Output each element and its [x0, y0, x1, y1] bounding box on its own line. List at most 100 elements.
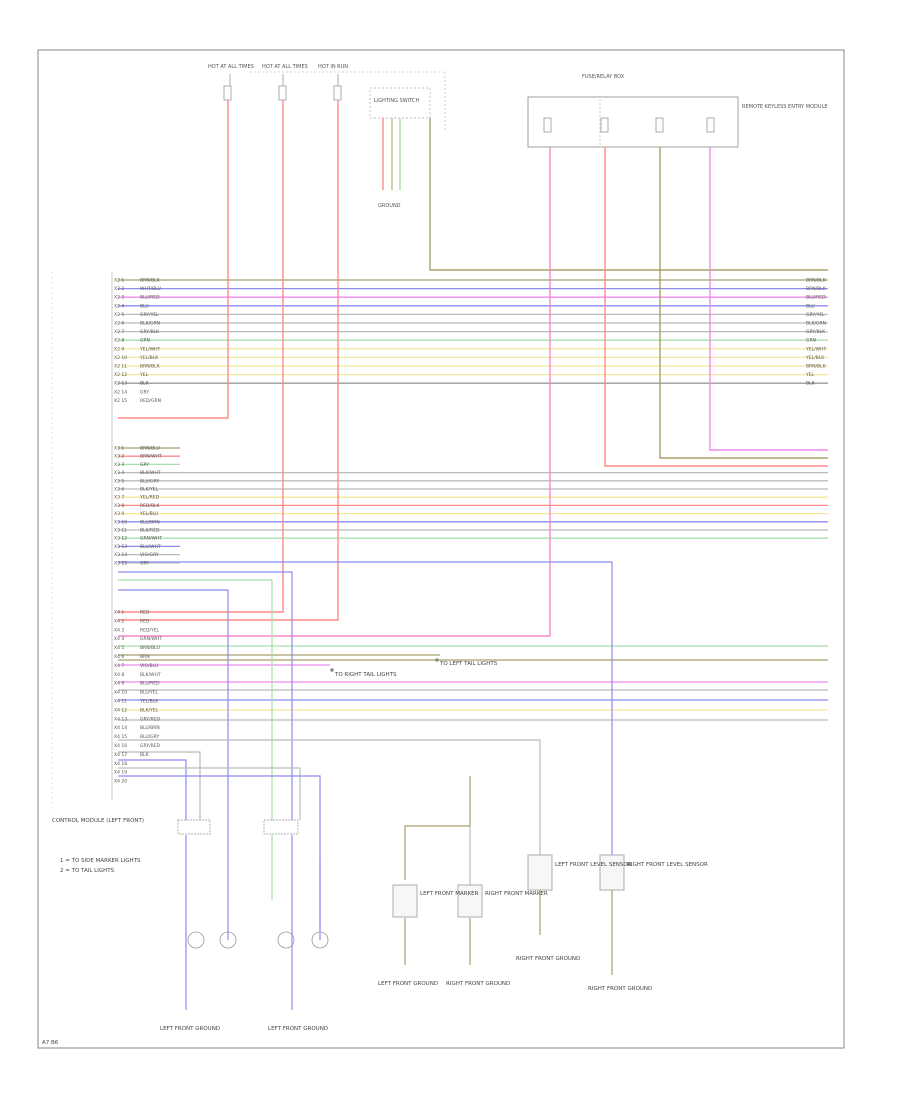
- ground-label-6: RIGHT FRONT GROUND: [588, 986, 652, 992]
- legend-line-2: 2 = TO TAIL LIGHTS: [60, 868, 115, 874]
- relay-box-group: FUSE/RELAY BOX REMOTE KEYLESS ENTRY MODU…: [527, 74, 828, 148]
- mid-pin-label: X3 1: [114, 446, 124, 452]
- relay-box: [527, 96, 739, 148]
- lighting-switch-label: LIGHTING SWITCH: [374, 98, 419, 104]
- lower-wire-label: BRN/BLU: [140, 645, 160, 651]
- mid-wire-label: BLK/YEL: [140, 487, 159, 493]
- mid-pin-label: X3 14: [114, 552, 127, 558]
- mid-pin-label: X3 10: [114, 519, 127, 525]
- lower-pin-label: X4 13: [114, 716, 127, 722]
- upper-wire-label: RED/GRN: [140, 398, 161, 404]
- left-marker-box: [392, 884, 418, 918]
- upper-wire-label: YEL/BLK: [139, 355, 159, 361]
- mid-wire-label: BLK/WHT: [140, 470, 161, 476]
- mid-pin-label: X3 5: [114, 478, 124, 484]
- upper-pin-label: X2 12: [114, 372, 127, 378]
- lower-pin-label: X4 3: [114, 627, 124, 633]
- mid-wire-label: BLU/BRN: [140, 519, 160, 525]
- mid-wire-label: BRN/WHT: [140, 454, 162, 460]
- lower-pin-label: X4 15: [114, 734, 127, 740]
- lower-pin-label: X4 17: [114, 752, 127, 758]
- upper-wire-label: GRY/YEL: [140, 312, 159, 318]
- right-tag-label: GRY/BLK: [806, 329, 826, 335]
- center-note-1: TO LEFT TAIL LIGHTS: [439, 661, 498, 667]
- lower-pin-label: X4 6: [114, 654, 124, 660]
- right-tag-label: BLU: [806, 303, 815, 309]
- lower-pin-label: X4 20: [114, 779, 127, 785]
- mid-pin-label: X3 3: [114, 462, 124, 468]
- mid-wire-label: GRY: [140, 462, 149, 468]
- right-tag-label: YEL/WHT: [805, 346, 826, 352]
- module-label: CONTROL MODULE (LEFT FRONT): [52, 818, 144, 824]
- upper-wire-label: WHT/BLU: [140, 286, 161, 292]
- lower-wire-label: BLU/GRY: [140, 734, 160, 740]
- lower-wire-label: GRY/RED: [140, 743, 161, 749]
- lower-wire-label: RED: [140, 618, 150, 624]
- mid-wire-label: GRY: [140, 560, 149, 566]
- bottom-components: LEFT FRONT MARKER RIGHT FRONT MARKER LEF…: [160, 854, 708, 1032]
- legend-line-1: 1 = TO SIDE MARKER LIGHTS: [60, 858, 141, 864]
- upper-pin-label: X2 9: [114, 346, 124, 352]
- lower-wire-label: BLK: [140, 752, 150, 758]
- upper-wire-label: GRN: [140, 338, 150, 344]
- lower-wire-label: BLK/WHT: [140, 672, 161, 678]
- ground-label-4: RIGHT FRONT GROUND: [446, 981, 510, 987]
- right-tag-label: BLU/RED: [806, 295, 826, 301]
- relay-box-label: FUSE/RELAY BOX: [582, 74, 625, 80]
- upper-pin-label: X2 5: [114, 312, 124, 318]
- upper-wire-label: BLK: [140, 381, 150, 387]
- mid-pin-label: X3 11: [114, 528, 127, 534]
- right-sensor-label: RIGHT FRONT LEVEL SENSOR: [627, 862, 708, 868]
- left-sensor-label: LEFT FRONT LEVEL SENSOR: [555, 862, 632, 868]
- upper-pin-label: X2 15: [114, 398, 127, 404]
- lower-wire-label: VIO/BLU: [140, 663, 158, 669]
- lamp-left-outer-icon: [187, 931, 205, 949]
- mid-pin-label: X3 6: [114, 487, 124, 493]
- mid-pin-label: X3 9: [114, 511, 124, 517]
- right-marker-box: [457, 884, 483, 918]
- right-tag-label: GRN: [806, 338, 816, 344]
- upper-pin-label: X2 10: [114, 355, 127, 361]
- mid-wire-label: BLU/WHT: [140, 544, 161, 550]
- upper-pin-label: X2 8: [114, 338, 124, 344]
- lower-wire-label: BRN: [140, 654, 150, 660]
- lower-wire-label: BLK/YEL: [140, 707, 159, 713]
- lower-pin-label: X4 16: [114, 743, 127, 749]
- mid-wire-label: BLK/RED: [140, 528, 160, 534]
- lower-pin-label: X4 7: [114, 663, 124, 669]
- right-tag-label: YEL: [805, 372, 815, 378]
- lower-pin-label: X4 14: [114, 725, 127, 731]
- mid-pin-label: X3 4: [114, 470, 124, 476]
- ground-label-2: LEFT FRONT GROUND: [268, 1026, 328, 1032]
- mid-wire-label: RED/BLK: [140, 503, 161, 509]
- fuse-feed-group: HOT AT ALL TIMES HOT AT ALL TIMES HOT IN…: [208, 64, 446, 130]
- fuse-b-icon: [278, 85, 287, 101]
- mid-pin-label: X3 2: [114, 454, 124, 460]
- mid-pin-label: X3 12: [114, 536, 127, 542]
- lower-pin-label: X4 11: [114, 699, 127, 705]
- right-sensor-box: [599, 854, 625, 891]
- mid-wire-label: VIO/GRY: [140, 552, 159, 558]
- lower-pin-label: X4 12: [114, 707, 127, 713]
- right-tag-label: BRN/BLK: [806, 286, 827, 292]
- right-tag-label: GRY/YEL: [806, 312, 825, 318]
- lamp-right-outer-icon: [311, 931, 329, 949]
- lower-wire-label: GRY/RED: [140, 716, 161, 722]
- mid-pin-label: X3 7: [114, 495, 124, 501]
- upper-wire-label: GRY: [140, 389, 149, 395]
- upper-wire-label: YEL/WHT: [139, 346, 160, 352]
- upper-pin-label: X2 4: [114, 303, 124, 309]
- lower-pin-label: X4 1: [114, 610, 124, 616]
- upper-wire-label: BRN/BLK: [140, 278, 161, 284]
- ground-label-3: LEFT FRONT GROUND: [378, 981, 438, 987]
- lower-wire-label: BLU/RED: [140, 681, 160, 687]
- module-right-label: REMOTE KEYLESS ENTRY MODULE: [742, 104, 828, 110]
- ground-label-1: LEFT FRONT GROUND: [160, 1026, 220, 1032]
- lower-wire-label: GRN/WHT: [140, 636, 162, 642]
- lower-pin-label: X4 4: [114, 636, 124, 642]
- upper-wire-label: GRY/BLK: [140, 329, 160, 335]
- lower-wire-label: RED/YEL: [140, 627, 160, 633]
- vertical-wires: [118, 100, 828, 637]
